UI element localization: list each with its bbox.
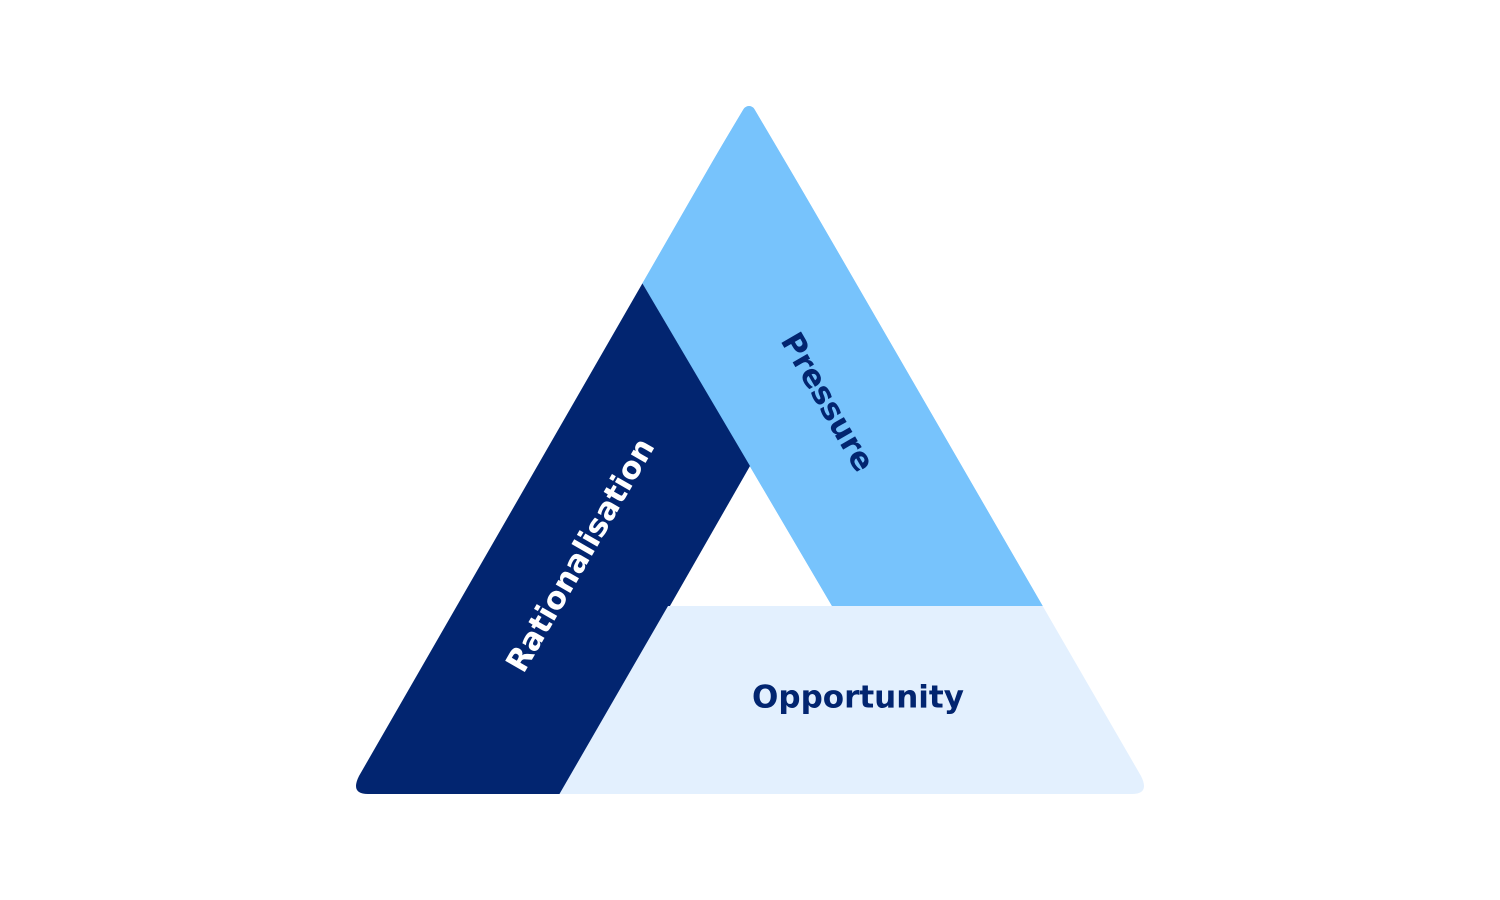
- pressure-segment-fill: [641, 106, 1048, 606]
- opportunity-label: Opportunity: [752, 680, 964, 716]
- rationalisation-segment: [356, 281, 750, 794]
- opportunity-segment: [556, 606, 1144, 794]
